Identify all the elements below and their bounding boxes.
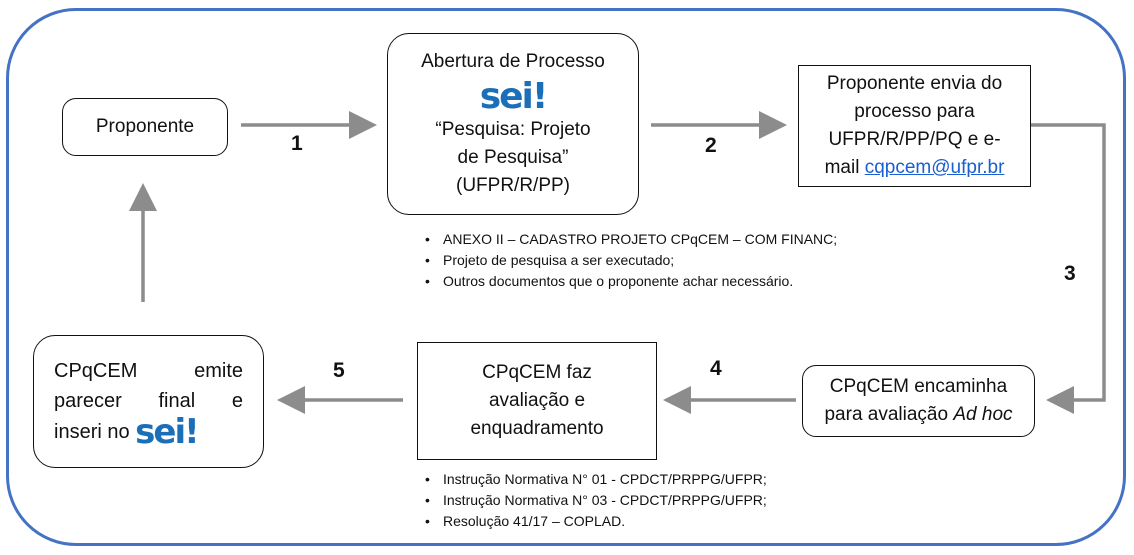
- node-emite-parecer: CPqCEM emite parecer final e inseri no s…: [33, 335, 264, 468]
- sei-logo-small: sei!: [135, 411, 199, 452]
- arrow-3: [1020, 123, 1106, 414]
- step-number-3: 3: [1064, 262, 1076, 285]
- node-encaminha-line2: para avaliação Ad hoc: [824, 404, 1013, 425]
- step-number-2: 2: [705, 134, 717, 157]
- list-item: Instrução Normativa N° 03 - CPDCT/PRPPG/…: [423, 490, 767, 511]
- email-link[interactable]: cqpcem@ufpr.br: [864, 157, 1005, 178]
- step-number-5: 5: [333, 359, 345, 382]
- step-number-1: 1: [291, 132, 303, 155]
- step-number-4: 4: [710, 357, 722, 380]
- node-abertura-subtitle-2: de Pesquisa”: [457, 147, 569, 168]
- node-proponente-label: Proponente: [95, 116, 195, 137]
- node-avaliacao: CPqCEM faz avaliação e enquadramento: [417, 342, 657, 460]
- node-encaminha: CPqCEM encaminha para avaliação Ad hoc: [802, 365, 1035, 437]
- node-avaliacao-line2: avaliação e: [488, 390, 586, 411]
- list-item: ANEXO II – CADASTRO PROJETO CPqCEM – COM…: [423, 229, 837, 250]
- node-emite-line2: parecer final e: [54, 389, 243, 412]
- node-emite-line1: CPqCEM emite: [54, 359, 243, 382]
- node-envia-processo: Proponente envia do processo para UFPR/R…: [798, 65, 1031, 187]
- sei-logo: sei!: [479, 76, 549, 117]
- node-proponente: Proponente: [62, 98, 228, 156]
- list-item: Outros documentos que o proponente achar…: [423, 271, 837, 292]
- node-abertura-title: Abertura de Processo: [421, 51, 605, 72]
- list-item: Resolução 41/17 – COPLAD.: [423, 511, 767, 532]
- node-envia-line3: UFPR/R/PP/PQ e e-: [828, 129, 1001, 150]
- node-envia-line2: processo para: [854, 101, 975, 122]
- documents-list-bottom: Instrução Normativa N° 01 - CPDCT/PRPPG/…: [423, 469, 767, 532]
- list-item: Instrução Normativa N° 01 - CPDCT/PRPPG/…: [423, 469, 767, 490]
- node-envia-line4: mail cqpcem@ufpr.br: [824, 157, 1005, 178]
- node-envia-line1: Proponente envia do: [826, 73, 1003, 94]
- node-abertura-subtitle-1: “Pesquisa: Projeto: [435, 119, 591, 140]
- node-abertura-processo: Abertura de Processo sei! “Pesquisa: Pro…: [387, 33, 639, 215]
- node-avaliacao-line1: CPqCEM faz: [482, 362, 592, 383]
- node-encaminha-line1: CPqCEM encaminha: [829, 376, 1008, 397]
- documents-list-top: ANEXO II – CADASTRO PROJETO CPqCEM – COM…: [423, 229, 837, 292]
- list-item: Projeto de pesquisa a ser executado;: [423, 250, 837, 271]
- node-emite-line3: inseri no sei!: [54, 411, 200, 452]
- node-avaliacao-line3: enquadramento: [470, 418, 604, 439]
- node-abertura-subtitle-3: (UFPR/R/PP): [456, 175, 570, 196]
- diagram-frame: [6, 8, 1126, 546]
